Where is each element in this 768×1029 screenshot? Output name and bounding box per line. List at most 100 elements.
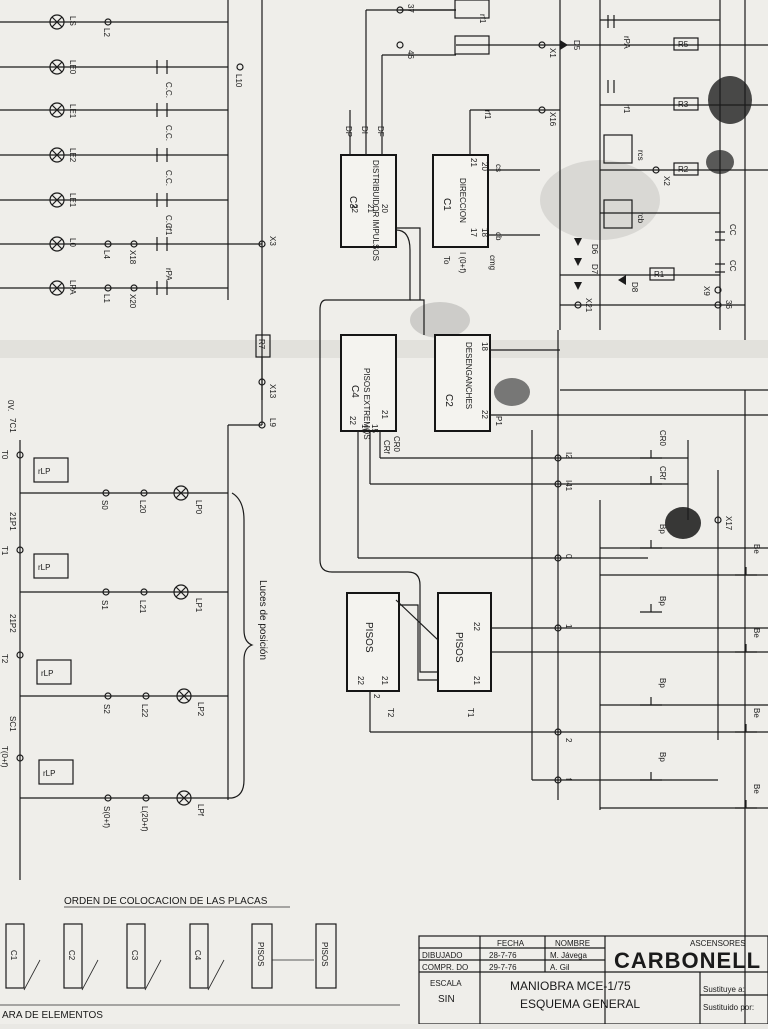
elements-footer: ARA DE ELEMENTOS	[2, 1010, 103, 1021]
lamp-label: LPf	[196, 804, 205, 817]
block-pin: 22	[350, 204, 359, 213]
block-output: To	[442, 256, 451, 265]
dibujado-date: 28-7-76	[489, 951, 517, 960]
plate-label: PISOS	[320, 942, 329, 966]
resistor	[673, 37, 699, 51]
terminal	[16, 546, 24, 554]
diode-icon	[574, 258, 582, 266]
coil-label: rcs	[636, 150, 645, 161]
terminal	[396, 6, 404, 14]
block-id: C1	[441, 198, 452, 211]
terminal	[140, 489, 148, 497]
relay-rlp	[38, 759, 74, 785]
block-pin: CR0	[392, 436, 401, 453]
relay-contact	[156, 237, 168, 251]
plate-label: C3	[130, 950, 139, 961]
terminal	[396, 41, 404, 49]
terminal	[102, 489, 110, 497]
block-name: PISOS	[453, 632, 464, 663]
block-pin: 22	[472, 622, 481, 631]
terminal	[538, 106, 546, 114]
row-l-label: L21	[138, 600, 147, 614]
block-pin: T2	[386, 708, 395, 718]
row-top-label: 7C1	[8, 418, 17, 433]
diode-icon	[618, 275, 626, 285]
push-button-icon	[735, 644, 757, 653]
terminal-label: X13	[268, 384, 277, 399]
terminal	[554, 554, 562, 562]
row-top-label: 21P1	[8, 512, 17, 531]
push-button-icon	[640, 476, 662, 485]
terminal-label: X21	[584, 298, 593, 313]
row-s-label: S1	[100, 600, 109, 610]
terminal-label: I41	[564, 480, 573, 492]
coil-label: rf1	[622, 104, 631, 114]
block-id: C4	[349, 385, 360, 398]
terminal	[574, 301, 582, 309]
resistor-label: R2	[678, 165, 689, 174]
terminal-label: f	[564, 778, 573, 781]
lamp-icon	[49, 147, 65, 163]
row-s-label: S0	[100, 500, 109, 510]
block-pin: cmg	[488, 255, 497, 270]
resistor-label: R1	[654, 270, 665, 279]
push-button-icon	[640, 697, 662, 706]
comprobado-label: COMPR. DO	[422, 963, 468, 972]
terminal-label: X2	[662, 176, 671, 186]
module-pisos-2: PISOS 22 21 T1	[437, 592, 768, 718]
contact-label: C.C.	[164, 82, 173, 98]
lamp-label: LE0	[68, 60, 77, 75]
block-pin: 16	[360, 424, 369, 433]
coil-label: rLP	[41, 669, 53, 678]
terminal	[104, 284, 112, 292]
lamp-label: L0	[68, 238, 77, 247]
plate	[315, 923, 337, 989]
terminal-label: L4	[102, 250, 111, 259]
lamp-label: LE1	[68, 193, 77, 208]
contact-label: rPA	[164, 268, 173, 281]
lamp-icon	[176, 790, 192, 806]
push-button-icon	[735, 800, 757, 809]
terminal-label: X17	[724, 516, 733, 531]
row-l-label: L20	[138, 500, 147, 514]
coil-label: D7	[590, 264, 599, 275]
block-pin: 22	[480, 410, 489, 419]
row-l-label: L22	[140, 704, 149, 718]
terminal	[652, 166, 660, 174]
resistor-label: R5	[678, 40, 689, 49]
terminal	[130, 284, 138, 292]
plate-order-title: ORDEN DE COLOCACION DE LAS PLACAS	[64, 896, 268, 907]
block-id: C2	[443, 394, 454, 407]
coil-label: rf1	[478, 14, 487, 24]
comprobado-name: A. Gil	[550, 963, 570, 972]
relay-contact	[454, 35, 490, 55]
push-button-icon	[640, 772, 662, 781]
plate-label: PISOS	[256, 942, 265, 966]
terminal	[16, 451, 24, 459]
block-pin: P1	[494, 416, 503, 426]
contact-label: CC	[728, 260, 737, 272]
button-label: CR0	[658, 430, 667, 447]
push-button-icon	[735, 567, 757, 576]
resistor-r7	[255, 334, 271, 358]
doc-title: MANIOBRA MCE-1/75	[510, 979, 631, 993]
module-c1: C1 DIRECCION 21 20 17 18 cs cb cmg rf1 I…	[432, 109, 560, 273]
plate-label: C4	[193, 950, 202, 961]
push-button-icon	[640, 450, 662, 459]
terminal	[554, 776, 562, 784]
supply-label: 0V.	[6, 400, 15, 411]
terminal-label: I2	[564, 452, 573, 459]
terminal	[16, 754, 24, 762]
lamp-label: LP0	[194, 500, 203, 515]
relay-coil	[603, 134, 633, 164]
row-term-label: T(0+f)	[0, 746, 9, 768]
relay-contact	[715, 263, 725, 273]
resistor-label: R7	[257, 339, 266, 350]
terminal	[140, 588, 148, 596]
terminal	[554, 480, 562, 488]
block-pin: 17	[469, 228, 478, 237]
lamp-rows: LS LE0 LE1 LE2 LE1 L0 LPA C.C. C.C. C.C.…	[0, 0, 277, 800]
terminal-label: 37	[406, 4, 415, 13]
ink-stain	[708, 76, 752, 124]
